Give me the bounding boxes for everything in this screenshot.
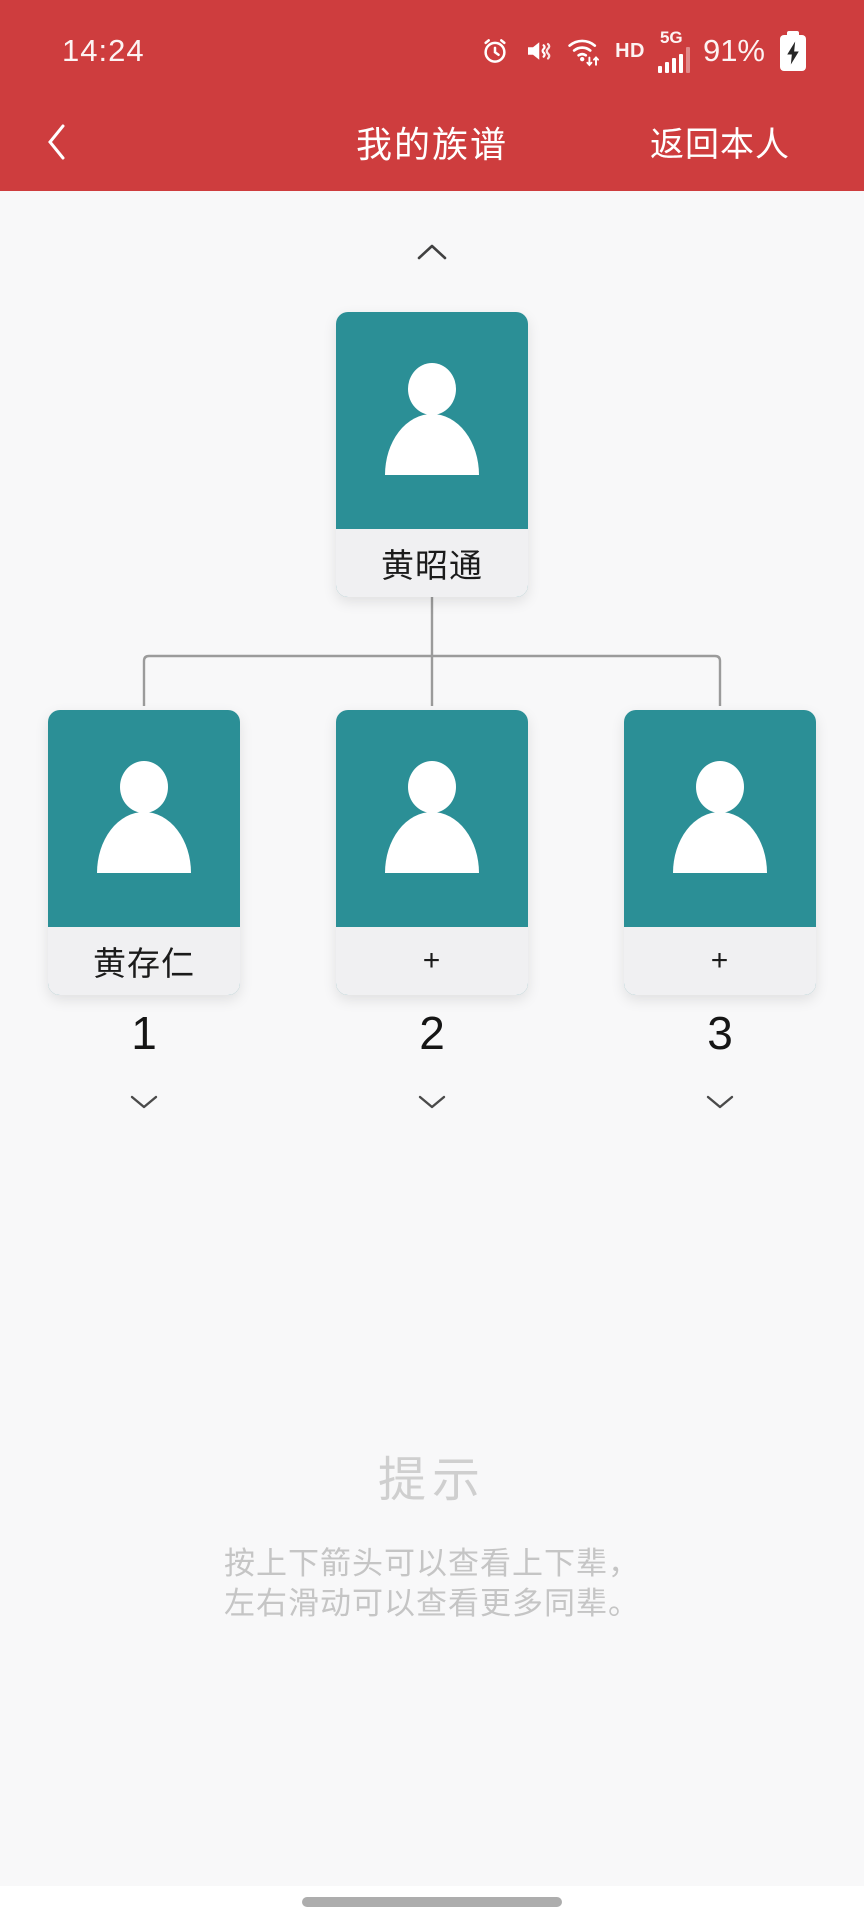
avatar — [624, 710, 816, 927]
avatar-body — [673, 812, 767, 873]
person-name: 黄昭通 — [336, 529, 528, 597]
person-card-child-1[interactable]: 黄存仁 — [48, 710, 240, 995]
avatar-body — [385, 812, 479, 873]
avatar-head — [120, 761, 168, 813]
hd-indicator: HD — [615, 39, 645, 62]
avatar — [48, 710, 240, 927]
avatar-body — [97, 812, 191, 873]
return-to-self-button[interactable]: 返回本人 — [650, 126, 790, 164]
nav-bar: 我的族谱 返回本人 — [0, 92, 864, 191]
chevron-down-icon — [418, 1095, 446, 1109]
avatar-head — [408, 363, 456, 415]
view-descendants-button-3[interactable] — [692, 1082, 748, 1122]
avatar-head — [408, 761, 456, 813]
wifi-icon — [566, 35, 602, 67]
chevron-down-icon — [706, 1095, 734, 1109]
battery-percent: 91% — [702, 33, 765, 68]
view-descendants-button-1[interactable] — [116, 1082, 172, 1122]
add-person-card-3[interactable]: + — [624, 710, 816, 995]
signal-bars — [657, 47, 690, 73]
sibling-index-2: 2 — [419, 1007, 445, 1059]
clock-time: 14:24 — [62, 33, 145, 68]
tip-title: 提示 — [377, 1454, 486, 1507]
back-button[interactable] — [26, 92, 86, 191]
battery-charging-icon — [780, 31, 806, 71]
chevron-up-icon — [417, 244, 447, 260]
sibling-index-3: 3 — [707, 1007, 733, 1059]
status-bar: 14:24 — [0, 0, 864, 92]
view-descendants-button-2[interactable] — [404, 1082, 460, 1122]
add-person-card-2[interactable]: + — [336, 710, 528, 995]
person-card-root[interactable]: 黄昭通 — [336, 312, 528, 597]
avatar — [336, 710, 528, 927]
person-name: 黄存仁 — [48, 927, 240, 995]
avatar — [336, 312, 528, 529]
sibling-index-1: 1 — [131, 1007, 157, 1059]
tip-line-1: 按上下箭头可以查看上下辈， — [224, 1546, 640, 1581]
mute-vibrate-icon — [523, 36, 553, 66]
add-person-label[interactable]: + — [624, 927, 816, 995]
view-ancestors-button[interactable] — [404, 232, 460, 272]
chevron-down-icon — [130, 1095, 158, 1109]
tip-block: 提示 按上下箭头可以查看上下辈， 左右滑动可以查看更多同辈。 — [0, 1440, 864, 1624]
signal-strength-icon: 5G — [657, 28, 690, 73]
avatar-body — [385, 414, 479, 475]
back-chevron-icon — [48, 124, 65, 159]
add-person-label[interactable]: + — [336, 927, 528, 995]
page-title: 我的族谱 — [355, 123, 508, 165]
alarm-icon — [480, 36, 510, 66]
network-type-label: 5G — [659, 28, 683, 47]
tip-line-2: 左右滑动可以查看更多同辈。 — [224, 1586, 640, 1621]
home-indicator[interactable] — [302, 1897, 562, 1907]
avatar-head — [696, 761, 744, 813]
